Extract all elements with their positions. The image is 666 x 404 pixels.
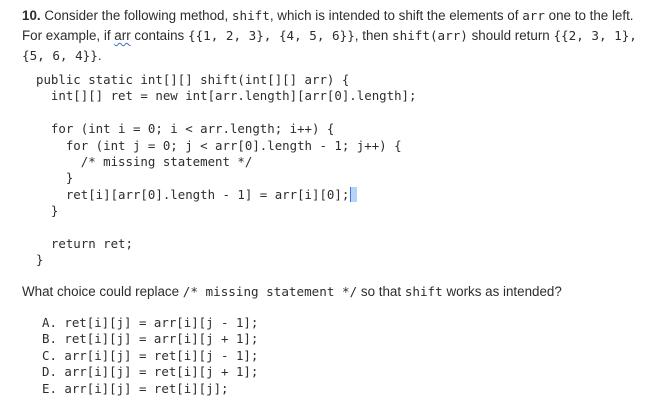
prompt-part-2: so that [357,284,405,299]
code-line: } [36,252,44,268]
code-line [36,220,416,236]
question-intro-3: one to the left. For example, if [22,8,634,43]
question-intro-1: Consider the following method, [40,8,232,23]
example-call: shift(arr) [392,28,468,43]
code-line: return ret; [36,235,133,251]
missing-statement-ref: /* missing statement */ [182,284,358,299]
prompt-part-3: works as intended? [442,284,562,299]
code-line: for (int i = 0; i < arr.length; i++) { [36,121,335,137]
method-name-ref: shift [404,284,443,299]
code-line: public static int[][] shift(int[][] arr)… [36,72,350,87]
question-intro-5: , then [354,28,393,43]
code-line: for (int j = 0; j < arr[0].length - 1; j… [36,137,402,153]
example-input: {{1, 2, 3}, {4, 5, 6}} [187,28,355,43]
text-cursor [350,186,358,202]
choice-d[interactable]: D. arr[i][j] = ret[i][j + 1]; [42,364,259,380]
example-output: {{2, 3, 1}, {5, 6, 4}} [22,28,637,63]
code-line [36,105,416,121]
code-line-text: ret[i][arr[0].length - 1] = arr[i][0]; [36,186,350,202]
question-intro-2: , which is intended to shift the element… [269,8,523,23]
choice-b[interactable]: B. ret[i][j] = arr[i][j + 1]; [42,331,259,347]
answer-choices: A. ret[i][j] = arr[i][j - 1]; B. ret[i][… [42,315,258,397]
question-intro-7: . [97,48,102,63]
question-intro-6: should return [467,28,554,43]
code-line: } [36,170,74,186]
code-line: /* missing statement */ [36,153,253,169]
method-name: shift [231,8,270,23]
arr-reference: arr [522,8,545,23]
question-number: 10. [22,8,41,23]
code-line: } [36,203,59,219]
choice-e[interactable]: E. arr[i][j] = ret[i][j]; [42,380,229,396]
arr-reference-spellcheck: arr [114,28,131,43]
code-line: int[][] ret = new int[arr.length][arr[0]… [36,88,417,104]
code-line-with-cursor[interactable]: ret[i][arr[0].length - 1] = arr[i][0]; [36,186,416,203]
choice-c[interactable]: C. arr[i][j] = ret[i][j - 1]; [42,347,259,363]
code-block: public static int[][] shift(int[][] arr)… [36,72,416,269]
prompt-part-1: What choice could replace [22,284,183,299]
choice-a[interactable]: A. ret[i][j] = arr[i][j - 1]; [42,315,259,330]
question-intro-4: contains [130,28,188,43]
question-text: 10. Consider the following method, shift… [22,6,656,66]
answer-prompt: What choice could replace /* missing sta… [22,282,656,302]
